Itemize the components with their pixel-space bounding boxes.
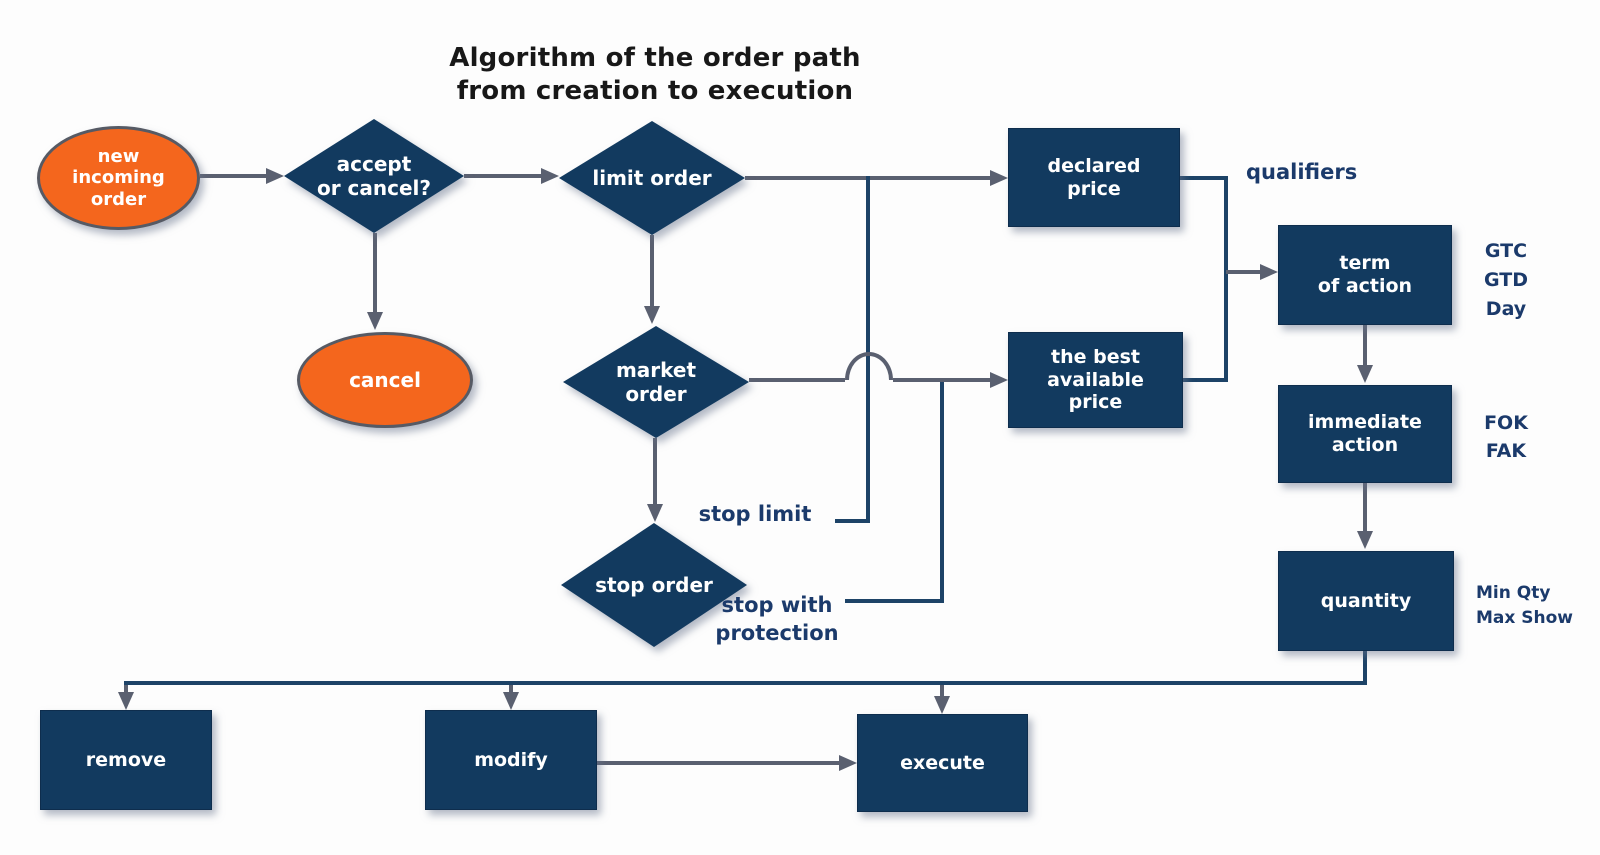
box-quantity: quantity (1278, 551, 1454, 651)
node-label-best-available-price: the best available price (1047, 345, 1144, 414)
connector-segment (1363, 483, 1367, 531)
node-remove: remove (40, 710, 212, 810)
arrowhead-down (118, 692, 134, 710)
node-execute: execute (857, 714, 1028, 812)
arrowhead-right (541, 168, 559, 184)
label-stop-limit: stop limit (698, 502, 812, 526)
node-label-accept-or-cancel: accept or cancel? (316, 152, 432, 200)
arrowhead-down (1357, 531, 1373, 549)
box-best-available-price: the best available price (1008, 332, 1183, 428)
connector-segment (940, 382, 944, 603)
label-term-qualifier-values: GTC GTD Day (1484, 240, 1528, 320)
node-market-order: market order (563, 326, 749, 438)
diamond-market-order: market order (563, 326, 749, 438)
node-label-new-incoming-order: new incoming order (72, 145, 165, 210)
connector-segment (124, 681, 1367, 685)
arrowhead-right (990, 170, 1008, 186)
page-title-line1: Algorithm of the order path (449, 43, 861, 73)
box-remove: remove (40, 710, 212, 810)
node-label-declared-price: declared price (1047, 154, 1141, 200)
node-label-market-order: market order (615, 358, 697, 406)
arrowhead-down (1357, 365, 1373, 383)
connector-segment (653, 438, 657, 504)
box-immediate-action: immediate action (1278, 385, 1452, 483)
node-label-term-of-action: term of action (1317, 252, 1413, 297)
label-quantity-qualifier-values: Min Qty Max Show (1476, 583, 1574, 628)
connector-segment (124, 685, 128, 692)
box-modify: modify (425, 710, 597, 810)
node-quantity: quantity (1278, 551, 1454, 651)
node-label-cancel: cancel (349, 368, 421, 392)
connector-segment (1363, 325, 1367, 365)
connector-segment (464, 174, 541, 178)
connector-segment (373, 233, 377, 312)
arrowhead-right (839, 755, 857, 771)
diamond-limit-order: limit order (559, 121, 745, 235)
label-immediate-qualifier-values: FOK FAK (1484, 412, 1528, 462)
arrowhead-right (990, 372, 1008, 388)
line-bridge-hump (845, 352, 893, 380)
node-label-immediate-action: immediate action (1308, 411, 1422, 456)
arrowhead-down (934, 696, 950, 714)
arrowhead-down (647, 504, 663, 522)
arrowhead-right (1260, 264, 1278, 280)
node-label-remove: remove (85, 748, 167, 771)
connector-segment (866, 176, 870, 523)
node-label-stop-order: stop order (595, 573, 713, 597)
label-qualifiers: qualifiers (1246, 160, 1358, 184)
connector-segment (200, 174, 266, 178)
node-accept-or-cancel: accept or cancel? (284, 119, 464, 233)
connector-segment (749, 378, 845, 382)
node-label-execute: execute (900, 751, 985, 774)
label-stop-with-protection: stop with protection (715, 593, 839, 645)
connector-segment (893, 378, 990, 382)
node-cancel: cancel (297, 332, 473, 428)
node-label-quantity: quantity (1320, 589, 1412, 612)
node-immediate-action: immediate action (1278, 385, 1452, 483)
page-title-line2: from creation to execution (456, 76, 854, 106)
arrowhead-down (503, 692, 519, 710)
arrowhead-down (644, 306, 660, 324)
connector-segment (845, 599, 944, 603)
box-declared-price: declared price (1008, 128, 1180, 227)
arrowhead-down (367, 312, 383, 330)
node-term-of-action: term of action (1278, 225, 1452, 325)
page-title: Algorithm of the order path from creatio… (330, 42, 980, 108)
node-limit-order: limit order (559, 121, 745, 235)
connector-segment (835, 519, 870, 523)
connector-segment (509, 685, 513, 692)
connector-segment (1183, 378, 1226, 382)
connector-segment (1180, 176, 1226, 180)
connector-segment (597, 761, 839, 765)
node-label-modify: modify (474, 748, 548, 771)
node-new-incoming-order: new incoming order (37, 126, 200, 230)
ellipse-cancel: cancel (297, 332, 473, 428)
arrowhead-right (266, 168, 284, 184)
connector-segment (1363, 651, 1367, 685)
connector-segment (650, 235, 654, 306)
node-stop-order: stop order (561, 523, 747, 647)
box-execute: execute (857, 714, 1028, 812)
node-best-available-price: the best available price (1008, 332, 1183, 428)
connector-segment (940, 685, 944, 696)
box-term-of-action: term of action (1278, 225, 1452, 325)
node-label-limit-order: limit order (592, 166, 712, 190)
node-declared-price: declared price (1008, 128, 1180, 227)
node-modify: modify (425, 710, 597, 810)
connector-segment (1224, 176, 1228, 382)
ellipse-new-incoming-order: new incoming order (37, 126, 200, 230)
connector-segment (1226, 270, 1260, 274)
diamond-accept-or-cancel: accept or cancel? (284, 119, 464, 233)
